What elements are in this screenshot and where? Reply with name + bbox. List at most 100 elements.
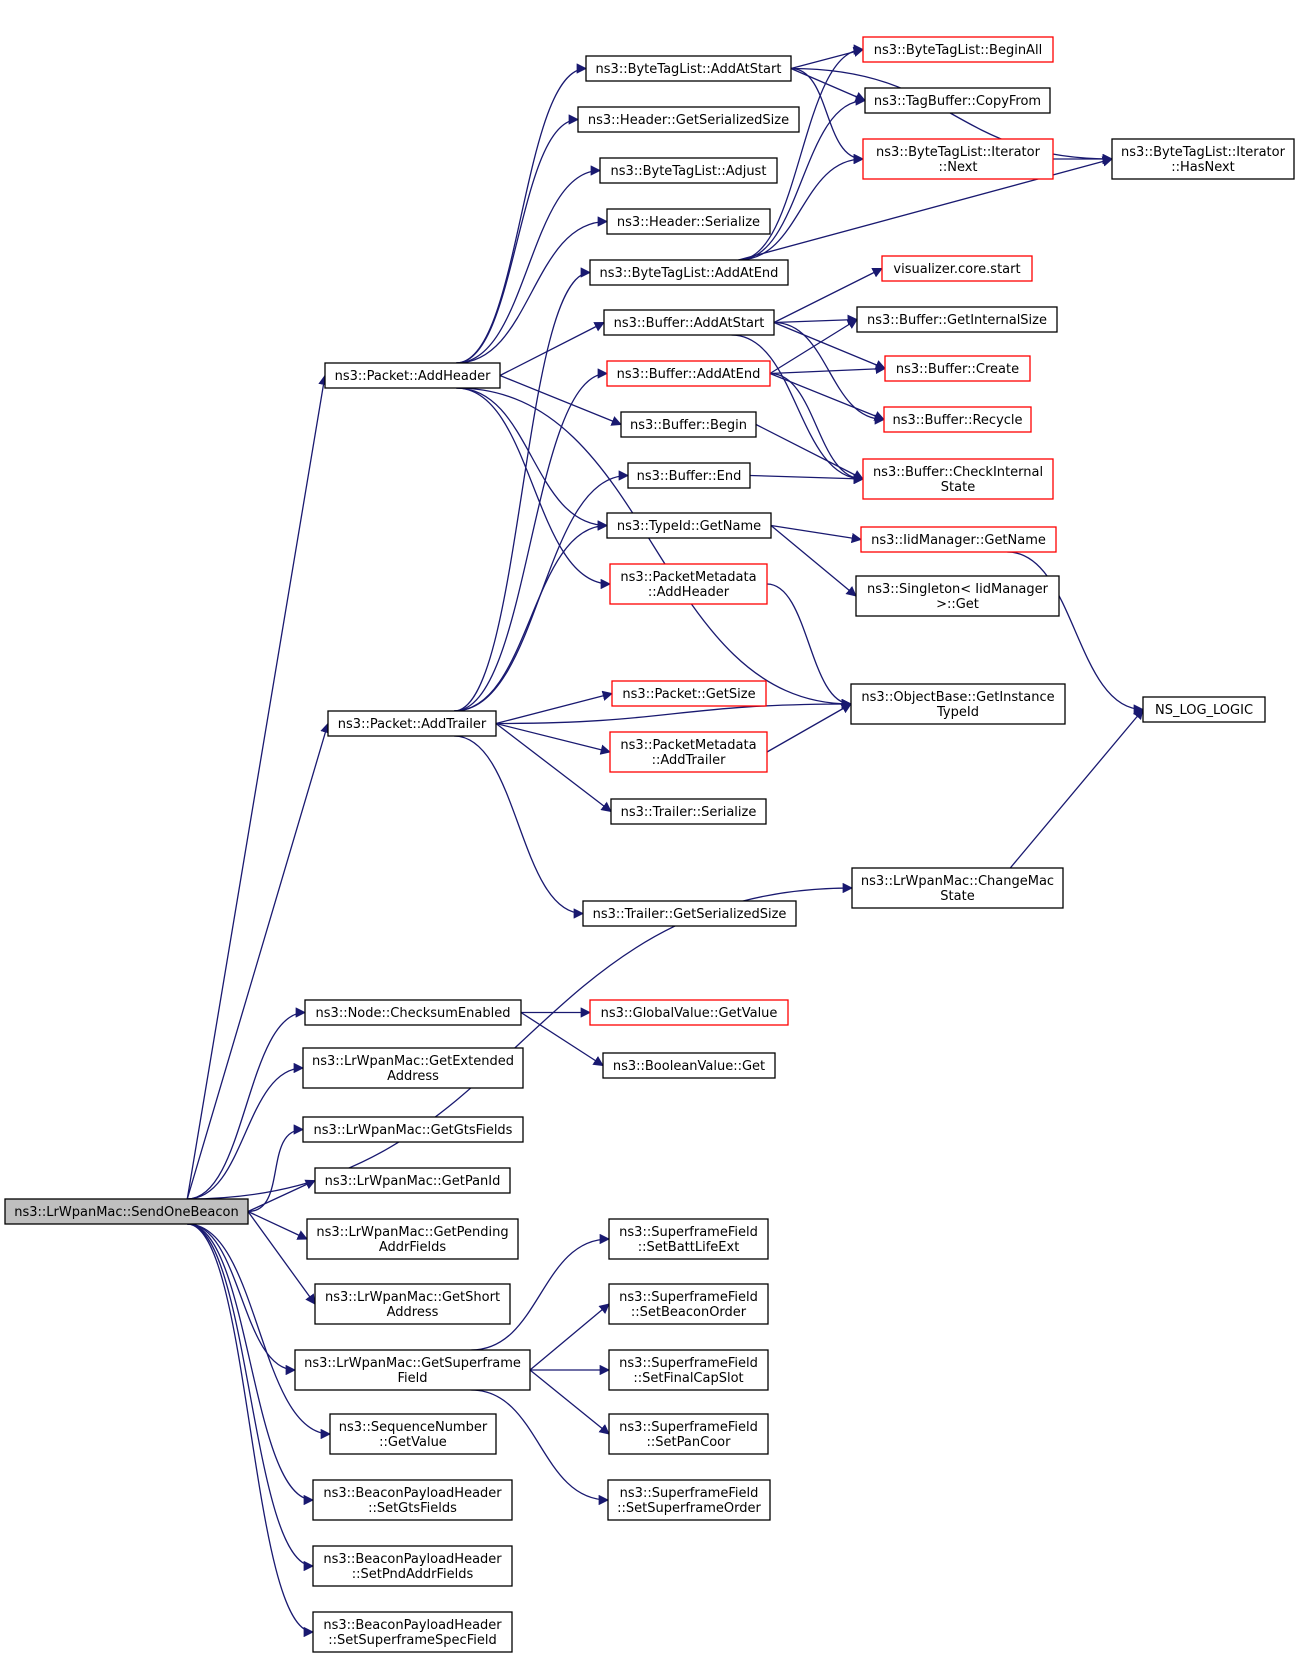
node-btl-iter-next[interactable]: ns3::ByteTagList::Iterator::Next	[862, 138, 1054, 180]
node-buf-create[interactable]: ns3::Buffer::Create	[884, 355, 1031, 382]
node-buf-internalsize[interactable]: ns3::Buffer::GetInternalSize	[856, 306, 1058, 333]
node-buf-addend[interactable]: ns3::Buffer::AddAtEnd	[606, 360, 771, 387]
edge-buf_end-to-buf_checkint	[749, 473, 865, 484]
node-root[interactable]: ns3::LrWpanMac::SendOneBeacon	[4, 1198, 249, 1225]
node-label: ns3::Packet::GetSize	[622, 687, 755, 702]
node-label: ns3::Header::Serialize	[617, 215, 760, 230]
edge-btl_addstart-to-btl_iter_hasnext	[790, 67, 1114, 165]
edge-addheader-to-pm_addheader	[456, 387, 612, 590]
node-box	[1142, 696, 1266, 723]
node-label: ns3::Buffer::AddAtStart	[614, 316, 765, 331]
node-box	[608, 1218, 769, 1260]
edge-addheader-to-btl_adjust	[456, 165, 602, 364]
node-pm-addheader[interactable]: ns3::PacketMetadata::AddHeader	[609, 563, 768, 605]
node-label: ::SetBeaconOrder	[631, 1305, 747, 1320]
node-box	[1111, 138, 1295, 180]
node-label: ::SetGtsFields	[368, 1501, 457, 1516]
node-ns-log-logic[interactable]: NS_LOG_LOGIC	[1142, 696, 1266, 723]
edge-checksum-to-bool_get	[520, 1011, 604, 1067]
node-getpanid[interactable]: ns3::LrWpanMac::GetPanId	[314, 1167, 511, 1194]
node-label: ns3::SuperframeField	[619, 1420, 758, 1435]
edge-root-to-getext	[187, 1062, 305, 1200]
edge-addheader-to-btl_addstart	[456, 63, 588, 364]
node-vis-start[interactable]: visualizer.core.start	[881, 255, 1033, 282]
node-label: ns3::ByteTagList::Iterator	[876, 145, 1041, 160]
node-setgts[interactable]: ns3::BeaconPayloadHeader::SetGtsFields	[312, 1479, 513, 1521]
node-iid-getname[interactable]: ns3::IidManager::GetName	[860, 526, 1057, 553]
node-sf-pancoor[interactable]: ns3::SuperframeField::SetPanCoor	[608, 1413, 769, 1455]
node-box	[589, 259, 789, 286]
node-seqval[interactable]: ns3::SequenceNumber::GetValue	[329, 1413, 497, 1455]
node-label: ns3::Buffer::End	[637, 469, 742, 484]
node-typeid-name[interactable]: ns3::TypeId::GetName	[606, 512, 772, 539]
edge-root-to-changemac	[187, 882, 854, 1200]
node-sf-superorder[interactable]: ns3::SuperframeField::SetSuperframeOrder	[607, 1479, 771, 1521]
node-buf-end[interactable]: ns3::Buffer::End	[627, 462, 751, 489]
node-hdr-getsize[interactable]: ns3::Header::GetSerializedSize	[577, 106, 800, 133]
node-box	[855, 575, 1060, 617]
node-box	[324, 362, 501, 389]
node-trl-ser[interactable]: ns3::Trailer::Serialize	[610, 798, 767, 825]
node-btl-iter-hasnext[interactable]: ns3::ByteTagList::Iterator::HasNext	[1111, 138, 1295, 180]
edge-pm_addheader-to-ob_instancetid	[766, 583, 853, 710]
node-checksum[interactable]: ns3::Node::ChecksumEnabled	[304, 999, 522, 1026]
node-label: ns3::BooleanValue::Get	[613, 1059, 765, 1074]
node-label: ns3::SuperframeField	[620, 1486, 759, 1501]
node-hdr-ser[interactable]: ns3::Header::Serialize	[606, 208, 771, 235]
node-trl-getsize[interactable]: ns3::Trailer::GetSerializedSize	[582, 900, 797, 927]
node-label: ns3::Buffer::GetInternalSize	[867, 313, 1047, 328]
node-bool-get[interactable]: ns3::BooleanValue::Get	[602, 1052, 776, 1079]
node-btl-adjust[interactable]: ns3::ByteTagList::Adjust	[599, 157, 778, 184]
node-buf-addstart[interactable]: ns3::Buffer::AddAtStart	[603, 309, 775, 336]
node-box	[602, 1052, 776, 1079]
edge-btl_addstart-to-tagbuf_copy	[790, 67, 866, 102]
node-box	[312, 1611, 513, 1653]
node-addheader[interactable]: ns3::Packet::AddHeader	[324, 362, 501, 389]
node-pm-addtrailer[interactable]: ns3::PacketMetadata::AddTrailer	[609, 731, 768, 773]
node-buf-begin[interactable]: ns3::Buffer::Begin	[620, 411, 757, 438]
node-addtrailer[interactable]: ns3::Packet::AddTrailer	[327, 710, 497, 737]
node-box	[606, 512, 772, 539]
node-box	[577, 106, 800, 133]
node-pkt-getsize[interactable]: ns3::Packet::GetSize	[611, 680, 767, 707]
node-sf-battlife[interactable]: ns3::SuperframeField::SetBattLifeExt	[608, 1218, 769, 1260]
edge-root-to-getpend	[247, 1210, 308, 1240]
node-buf-recycle[interactable]: ns3::Buffer::Recycle	[883, 406, 1032, 433]
edge-addtrailer-to-pkt_getsize	[495, 690, 614, 725]
node-box	[294, 1349, 531, 1391]
node-sf-beaconorder[interactable]: ns3::SuperframeField::SetBeaconOrder	[608, 1283, 769, 1325]
edge-typeid_name-to-singleton_get	[770, 524, 857, 597]
node-label: ns3::LrWpanMac::GetGtsFields	[314, 1123, 513, 1138]
node-box	[609, 731, 768, 773]
node-box	[608, 1413, 769, 1455]
node-label: ns3::ByteTagList::BeginAll	[874, 43, 1042, 58]
node-tagbuf-copy[interactable]: ns3::TagBuffer::CopyFrom	[864, 87, 1051, 114]
node-label: ::GetValue	[379, 1435, 447, 1450]
node-box	[856, 306, 1058, 333]
node-gv-getvalue[interactable]: ns3::GlobalValue::GetValue	[589, 999, 789, 1026]
node-box	[314, 1167, 511, 1194]
node-getgts[interactable]: ns3::LrWpanMac::GetGtsFields	[302, 1116, 524, 1143]
node-singleton-get[interactable]: ns3::Singleton< IidManager>::Get	[855, 575, 1060, 617]
node-label: ns3::SuperframeField	[619, 1225, 758, 1240]
node-sf-finalcap[interactable]: ns3::SuperframeField::SetFinalCapSlot	[608, 1349, 769, 1391]
node-btl-beginall[interactable]: ns3::ByteTagList::BeginAll	[862, 36, 1054, 63]
node-box	[312, 1545, 513, 1587]
node-box	[606, 208, 771, 235]
call-nodes: ns3::LrWpanMac::SendOneBeacon ns3::Packet…	[4, 36, 1295, 1653]
node-box	[608, 1283, 769, 1325]
node-btl-addend[interactable]: ns3::ByteTagList::AddAtEnd	[589, 259, 789, 286]
node-btl-addstart[interactable]: ns3::ByteTagList::AddAtStart	[585, 55, 792, 82]
node-box	[862, 36, 1054, 63]
node-setpnd[interactable]: ns3::BeaconPayloadHeader::SetPndAddrFiel…	[312, 1545, 513, 1587]
edge-getsuper-to-sf_superorder	[471, 1389, 610, 1506]
node-setsfspec[interactable]: ns3::BeaconPayloadHeader::SetSuperframeS…	[312, 1611, 513, 1653]
edge-btl_addend-to-btl_beginall	[738, 44, 865, 261]
